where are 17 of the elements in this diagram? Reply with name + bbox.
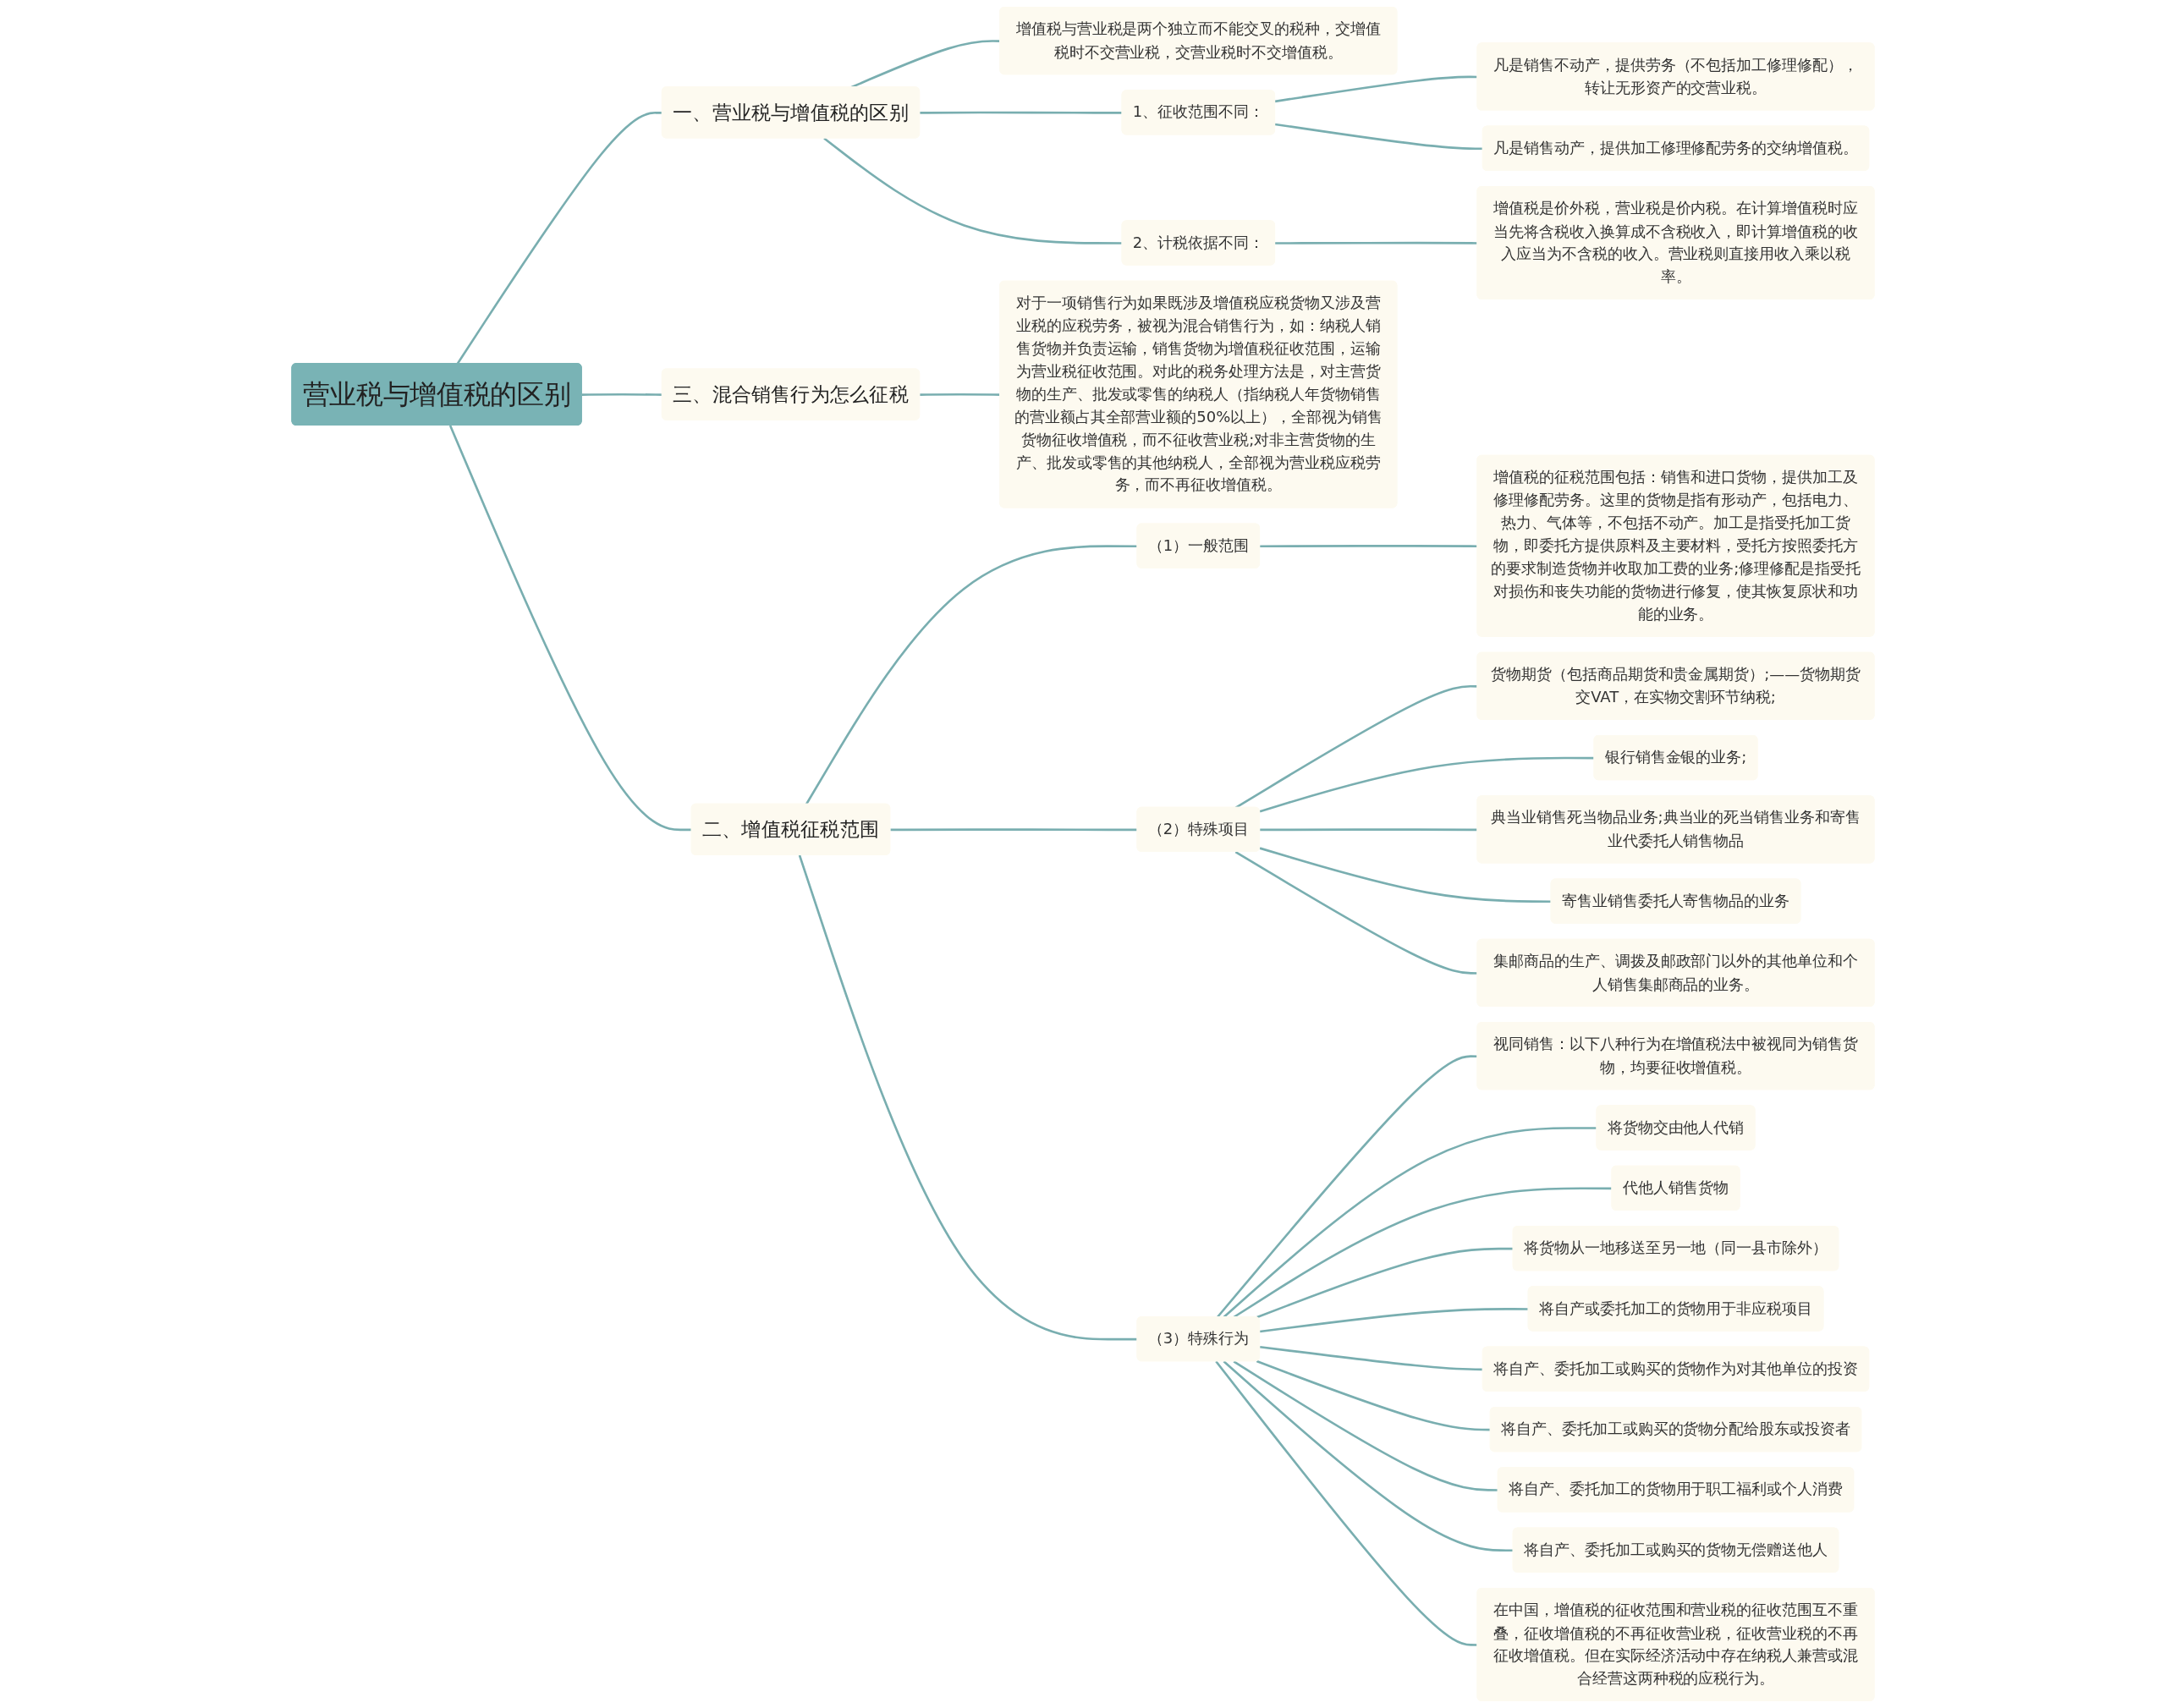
connector: [1259, 1346, 1483, 1371]
connector: [1256, 1247, 1514, 1319]
connector: [581, 393, 662, 396]
connector: [456, 112, 662, 365]
connector: [1259, 847, 1552, 903]
connector: [823, 137, 1123, 244]
connector: [1223, 1127, 1597, 1318]
connector: [1256, 1359, 1491, 1431]
connector: [798, 854, 1138, 1341]
connector: [890, 828, 1138, 832]
connector: [920, 111, 1123, 114]
connector: [1259, 1308, 1529, 1333]
connector: [805, 545, 1138, 805]
connector: [448, 425, 692, 832]
connector: [1274, 123, 1483, 151]
connector: [1223, 1360, 1514, 1552]
connector: [1233, 1360, 1498, 1491]
